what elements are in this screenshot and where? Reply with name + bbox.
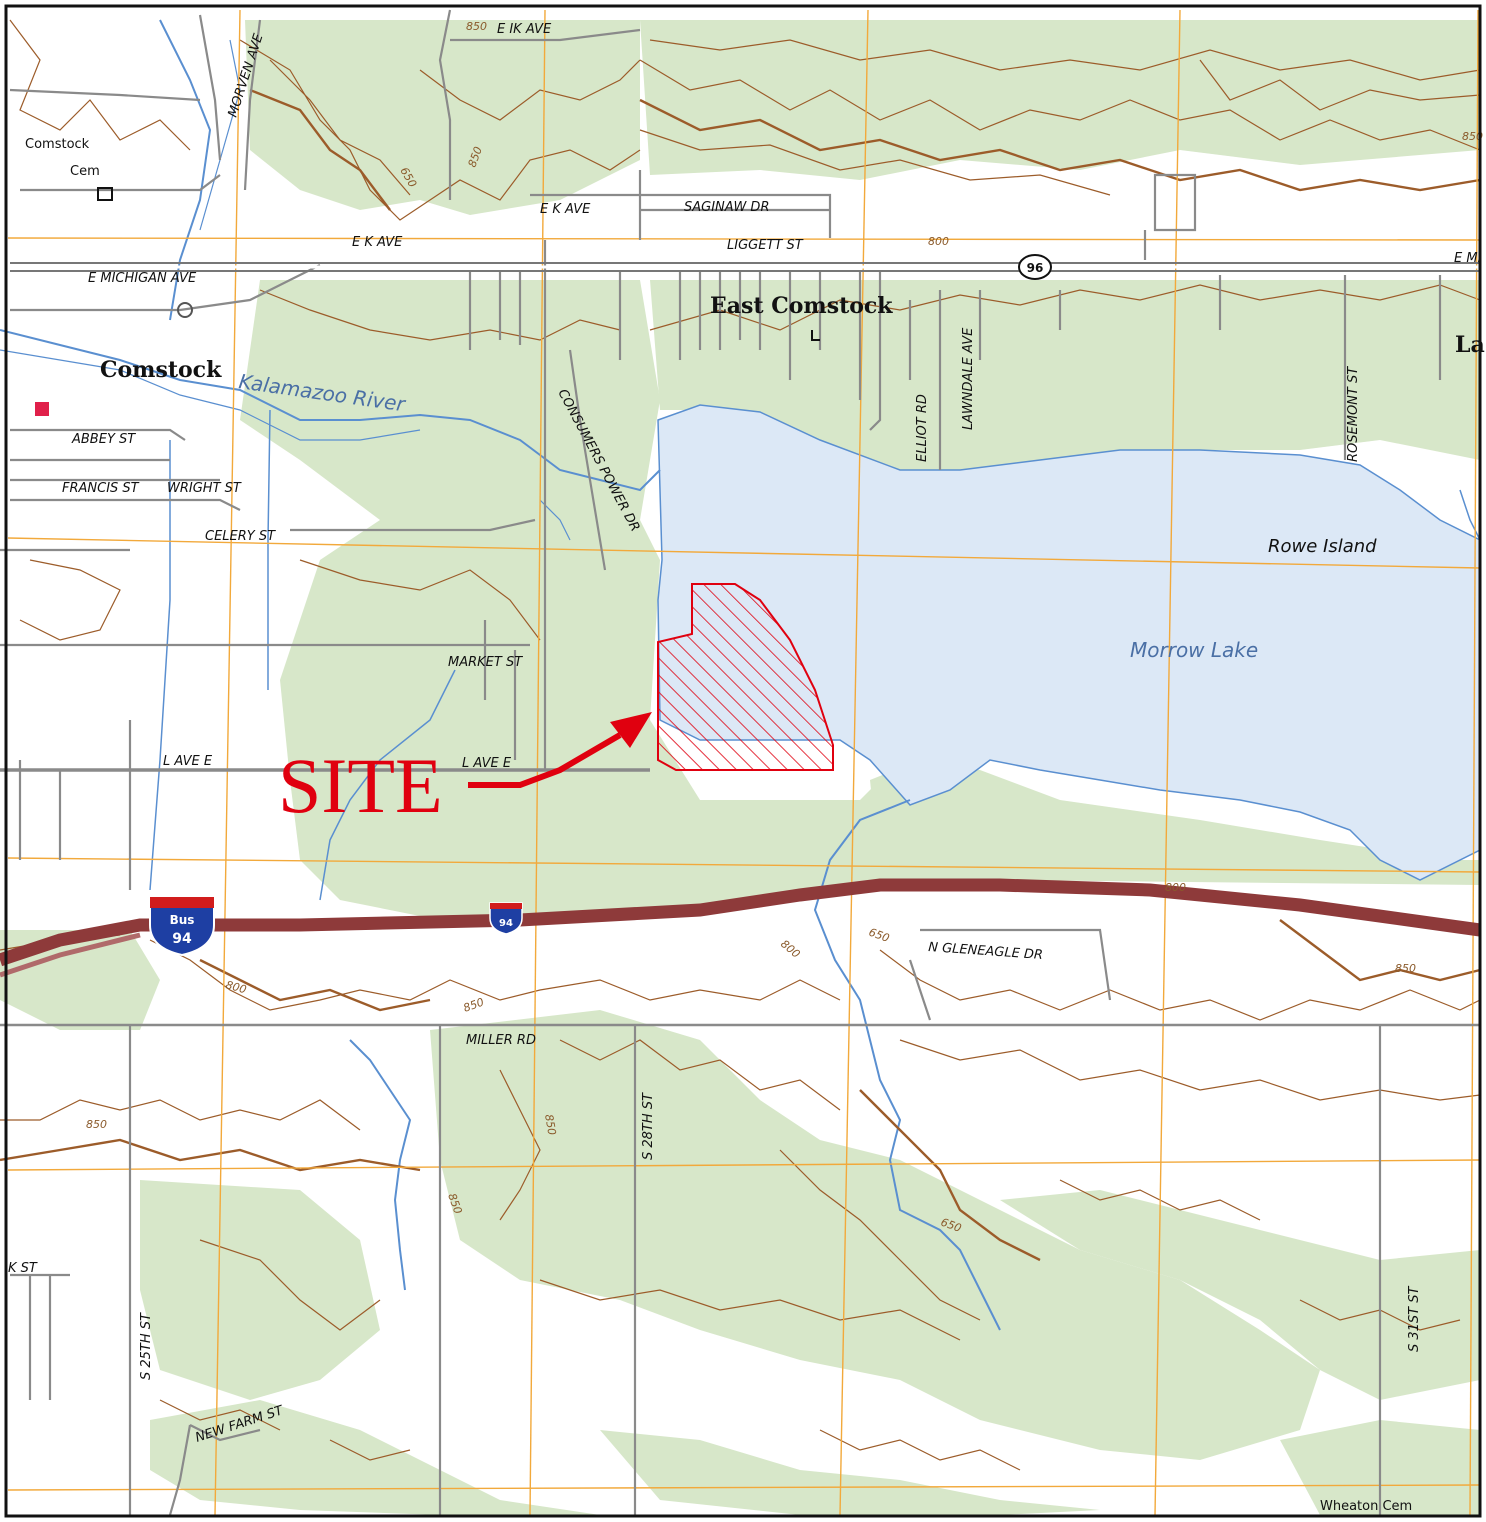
contour-label: 800 bbox=[224, 978, 248, 996]
road-label-e-k-ave-east: E K AVE bbox=[540, 202, 591, 217]
interstate-94 bbox=[0, 878, 1481, 978]
morrow-lake-label: Morrow Lake bbox=[1130, 638, 1258, 662]
road-label-s-31st-st: S 31ST ST bbox=[1407, 1285, 1422, 1352]
site-area[interactable] bbox=[657, 583, 834, 771]
road-label-saginaw-dr: SAGINAW DR bbox=[684, 200, 769, 215]
section-grid bbox=[7, 9, 1481, 1516]
interstate-shield-number: 94 bbox=[499, 918, 513, 929]
bus-shield-label: Bus bbox=[170, 913, 195, 927]
road-label-e-ik-ave: E IK AVE bbox=[497, 22, 552, 37]
comstock-cem-label-1: Comstock bbox=[25, 137, 90, 152]
contour-label: 800 bbox=[928, 235, 949, 248]
site-arrow bbox=[468, 712, 652, 788]
contour-label: 850 bbox=[542, 1113, 558, 1136]
road-label-s-28th-st: S 28TH ST bbox=[641, 1092, 656, 1160]
road-label-e-michigan-ave: E MICHIGAN AVE bbox=[88, 271, 197, 286]
map-symbols bbox=[35, 302, 820, 416]
contour-label: 850 bbox=[1462, 130, 1483, 143]
contour-lines bbox=[0, 19, 1481, 1471]
road-label-elliot-rd: ELLIOT RD bbox=[915, 394, 930, 462]
road-label-e-k-ave-west: E K AVE bbox=[352, 235, 403, 250]
wheaton-cem-label: Wheaton Cem bbox=[1320, 1499, 1412, 1514]
road-label-k-st: K ST bbox=[8, 1261, 38, 1276]
bus-shield-number: 94 bbox=[172, 931, 192, 947]
comstock-cem-label-2: Cem bbox=[70, 164, 100, 179]
road-label-rosemont-st: ROSEMONT ST bbox=[1346, 366, 1361, 462]
route-96-shield: 96 bbox=[1018, 254, 1052, 280]
map-frame bbox=[4, 4, 1482, 1518]
road-label-liggett-st: LIGGETT ST bbox=[727, 238, 804, 253]
contour-label: 850 bbox=[466, 20, 487, 33]
contour-label: 850 bbox=[1395, 962, 1416, 975]
town-comstock: Comstock bbox=[100, 357, 222, 383]
interchange-symbol bbox=[177, 302, 193, 318]
road-label-e-mi: E MI bbox=[1454, 251, 1482, 266]
cemetery-marker bbox=[97, 187, 113, 201]
road-label-abbey-st: ABBEY ST bbox=[71, 432, 136, 447]
church-symbol bbox=[811, 330, 820, 341]
road-label-lawndale-ave: LAWNDALE AVE bbox=[961, 327, 976, 430]
road-label-s-25th-st: S 25TH ST bbox=[139, 1312, 154, 1380]
bus-94-shield: Bus 94 bbox=[149, 896, 215, 957]
route-96-number: 96 bbox=[1027, 261, 1044, 275]
interstate-94-shield: 94 bbox=[489, 902, 523, 935]
michigan-ave-road bbox=[10, 262, 1480, 272]
rowe-island-label: Rowe Island bbox=[1268, 536, 1377, 557]
site-label: SITE bbox=[278, 742, 443, 829]
kalamazoo-river bbox=[0, 19, 1481, 1331]
road-label-francis-st: FRANCIS ST bbox=[62, 481, 140, 496]
road-label-l-ave-e-west: L AVE E bbox=[163, 754, 213, 769]
road-label-celery-st: CELERY ST bbox=[205, 529, 276, 544]
contour-label: 850 bbox=[86, 1118, 107, 1131]
road-label-miller-rd: MILLER RD bbox=[466, 1033, 536, 1048]
road-label-wright-st: WRIGHT ST bbox=[167, 481, 242, 496]
fire-station-symbol bbox=[35, 402, 49, 416]
town-east-comstock: East Comstock bbox=[710, 293, 893, 319]
roads bbox=[0, 9, 1480, 1516]
road-label-l-ave-e-east: L AVE E bbox=[462, 756, 512, 771]
contour-label: 800 bbox=[1165, 881, 1186, 894]
road-label-market-st: MARKET ST bbox=[448, 655, 523, 670]
